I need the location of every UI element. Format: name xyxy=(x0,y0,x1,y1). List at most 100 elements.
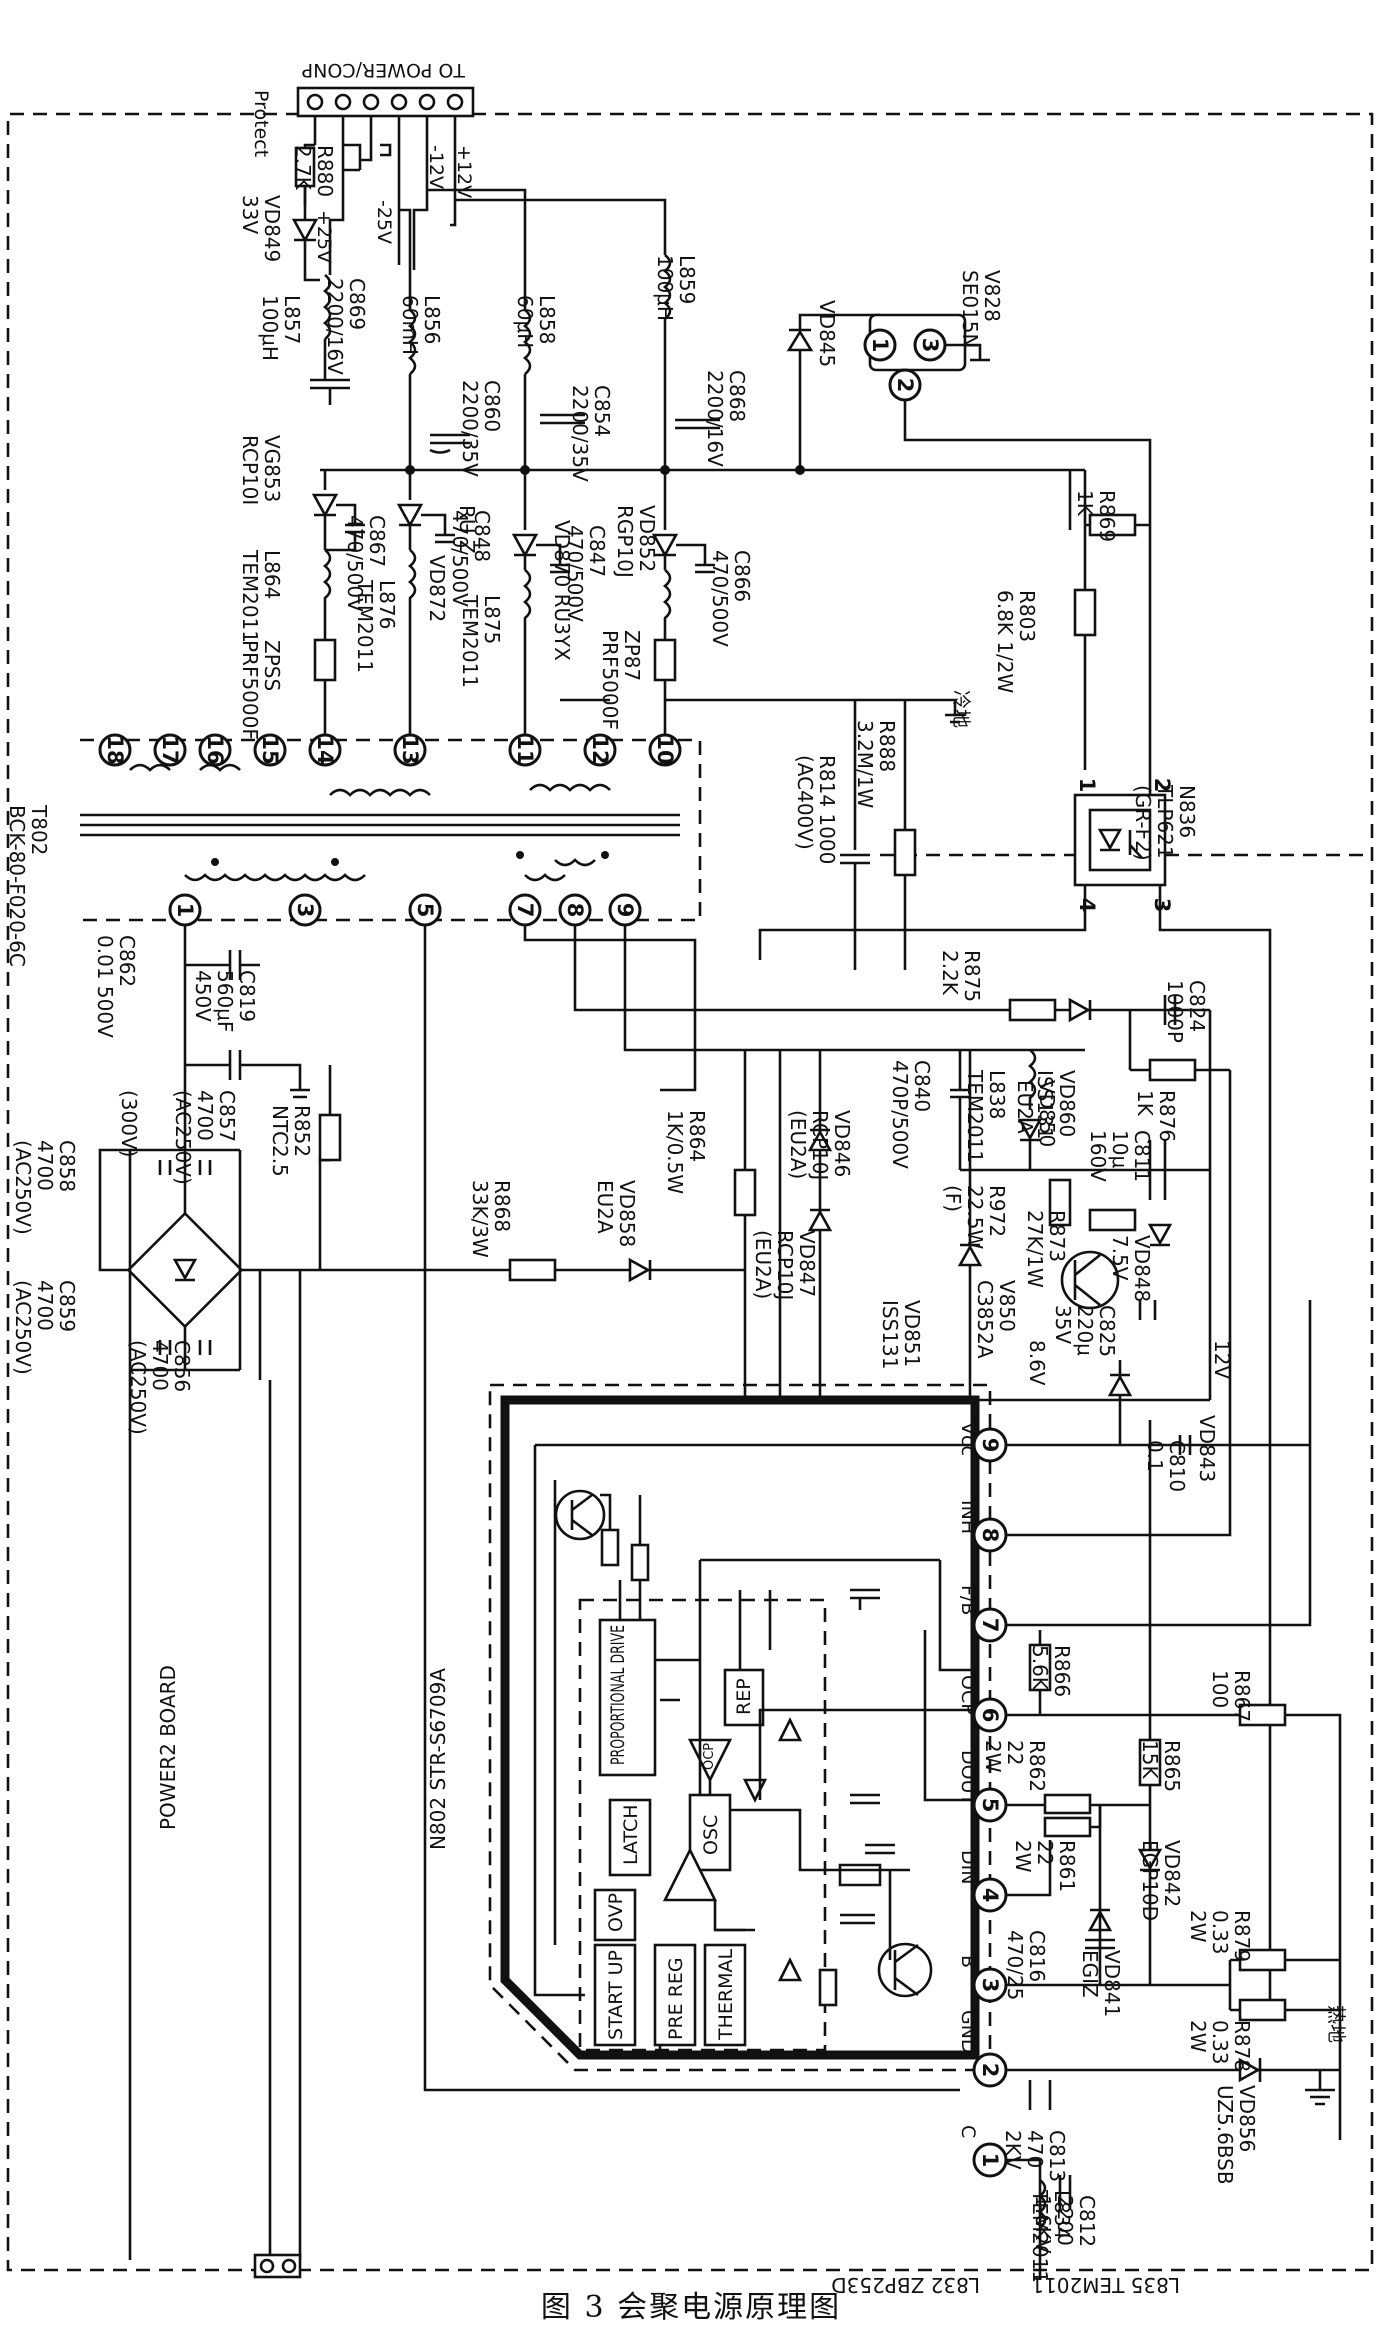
label-zpss-line-1: PRF5000F xyxy=(238,640,262,740)
label-c857-line-2: (AC250V) xyxy=(171,1090,195,1185)
t802-pin-12: 12 xyxy=(583,733,617,767)
block-latch: LATCH xyxy=(608,1798,652,1877)
rail-label-2: -25V xyxy=(373,200,395,244)
svg-text:14: 14 xyxy=(313,735,337,764)
label-c869: C8692200/16V xyxy=(323,278,369,375)
label-c869-line-1: 2200/16V xyxy=(323,278,347,375)
label-r972-line-0: R972 xyxy=(985,1185,1009,1237)
label-c862-line-1: 0.01 500V xyxy=(93,935,117,1038)
label-v300: (300V) xyxy=(117,1090,141,1157)
label-l856-line-0: L856 xyxy=(420,295,444,344)
label-t802-line-0: T802 xyxy=(27,804,51,855)
output-rails xyxy=(291,116,667,310)
label-c859: C8594700(AC250V) xyxy=(11,1280,79,1375)
label-r879-line-1: 0.33 xyxy=(1208,1910,1232,1955)
r888 xyxy=(893,828,917,877)
label-c819-line-1: 560μF xyxy=(213,970,237,1032)
t802-pin-7: 7 xyxy=(508,893,542,927)
label-l858-line-1: 60μH xyxy=(513,295,537,348)
hot-ground-label: 热地 xyxy=(1325,2005,1347,2043)
r876 xyxy=(1148,1058,1197,1082)
label-l834-line-0: L834 xyxy=(1050,2190,1074,2239)
svg-text:8: 8 xyxy=(978,1528,1002,1543)
label-c847-line-0: C847 xyxy=(585,525,609,577)
label-c810-line-0: C810 xyxy=(1165,1440,1189,1492)
label-c868-line-0: C868 xyxy=(725,370,749,422)
rail-label-0: Protect xyxy=(250,90,272,157)
label-c810-line-1: 0.1 xyxy=(1143,1440,1167,1472)
label-l876-line-1: TEM2011 xyxy=(353,579,377,673)
label-l864-line-0: L864 xyxy=(260,550,284,599)
label-c840: C840470P/500V xyxy=(888,1060,934,1169)
label-vd851: VD851ISS131 xyxy=(878,1300,924,1369)
t802-pin-10: 10 xyxy=(648,733,682,767)
label-c848-line-0: C848 xyxy=(470,510,494,562)
r803 xyxy=(1073,588,1097,637)
label-vd845: VD845 xyxy=(815,300,839,367)
label-vd842-line-0: VD842 xyxy=(1160,1840,1184,1907)
label-n802: N802 STR-S6709A xyxy=(426,1668,450,1850)
r875 xyxy=(1008,998,1057,1022)
label-t802-line-1: BCK-80-F020-6C xyxy=(5,805,29,967)
label-c858: C8584700(AC250V) xyxy=(11,1140,79,1235)
label-r852-line-1: NTC2.5 xyxy=(268,1105,292,1177)
v828-regulator[interactable]: 1 3 2 xyxy=(863,313,967,402)
label-vd856-line-1: UZ5.6BSB xyxy=(1213,2085,1237,2185)
svg-text:9: 9 xyxy=(978,1438,1002,1453)
ic-internal: START UP PRE REG THERMAL OVP LATCH OSC P… xyxy=(533,1443,975,2055)
label-l857: L857100μH xyxy=(258,295,304,361)
label-r972: R97222.5W(F) xyxy=(941,1185,1009,1250)
label-r868-line-0: R868 xyxy=(490,1180,514,1232)
t802-pin-9: 9 xyxy=(608,893,642,927)
label-r879-line-0: R879 xyxy=(1230,1910,1254,1962)
label-vd849-line-0: VD849 xyxy=(260,195,284,262)
mains-connector[interactable] xyxy=(253,2253,302,2279)
r852 xyxy=(318,1113,342,1162)
block-osc: OSC xyxy=(688,1793,732,1872)
t802-pin-11: 11 xyxy=(508,733,542,767)
label-r866-line-0: R866 xyxy=(1050,1645,1074,1697)
drive-network xyxy=(523,925,1230,1445)
ic-n802 xyxy=(488,1383,992,2072)
block-proportional-drive: PROPORTIONAL DRIVE xyxy=(598,1618,657,1777)
label-r862: R862222W xyxy=(981,1740,1049,1792)
label-r852: R852NTC2.5 xyxy=(268,1105,314,1177)
svg-text:15: 15 xyxy=(258,735,282,764)
r866 xyxy=(1028,1643,1052,1692)
vd870 xyxy=(511,533,539,558)
label-ruz-line-0: RU Z xyxy=(455,505,479,554)
label-r878-line-0: R878 xyxy=(1230,2020,1254,2072)
bridge-rectifier xyxy=(126,1211,244,1329)
svg-text:2: 2 xyxy=(978,2063,1002,2078)
power-connector[interactable] xyxy=(296,86,475,118)
label-v850: V850C3852A xyxy=(973,1280,1019,1359)
label-r875-line-0: R875 xyxy=(960,950,984,1002)
block-rep: REP xyxy=(723,1668,765,1727)
label-c816-line-1: 470/25 xyxy=(1003,1930,1027,2000)
label-r873: R87327K/1W xyxy=(1023,1210,1069,1288)
ic-external xyxy=(1006,1070,1342,2280)
svg-text:3: 3 xyxy=(918,338,942,353)
vd848 xyxy=(1147,1223,1173,1246)
label-c824-line-0: C824 xyxy=(1185,980,1209,1032)
label-r876-line-0: R876 xyxy=(1155,1090,1179,1142)
label-c819: C819560μF450V xyxy=(191,970,259,1032)
label-v850-line-0: V850 xyxy=(995,1280,1019,1332)
label-r873-line-0: R873 xyxy=(1045,1210,1069,1262)
label-r876-line-1: 1K xyxy=(1133,1090,1157,1117)
label-r972-line-1: 22.5W xyxy=(963,1185,987,1250)
n836-optocoupler[interactable] xyxy=(1073,793,1167,887)
svg-text:5: 5 xyxy=(413,903,437,918)
svg-text:16: 16 xyxy=(203,735,227,764)
svg-text:2: 2 xyxy=(1150,778,1174,793)
svg-text:2: 2 xyxy=(893,378,917,393)
label-c824-line-1: 1000P xyxy=(1163,980,1187,1043)
r878 xyxy=(1238,1998,1287,2022)
label-r861-line-1: 22 xyxy=(1033,1840,1057,1865)
label-vd858: VD858EU2A xyxy=(593,1180,639,1247)
svg-text:8: 8 xyxy=(563,903,587,918)
label-c812-line-2: 1.6KV xyxy=(1031,2195,1055,2254)
svg-text:5: 5 xyxy=(978,1798,1002,1813)
label-r878-line-2: 2W xyxy=(1186,2020,1210,2053)
